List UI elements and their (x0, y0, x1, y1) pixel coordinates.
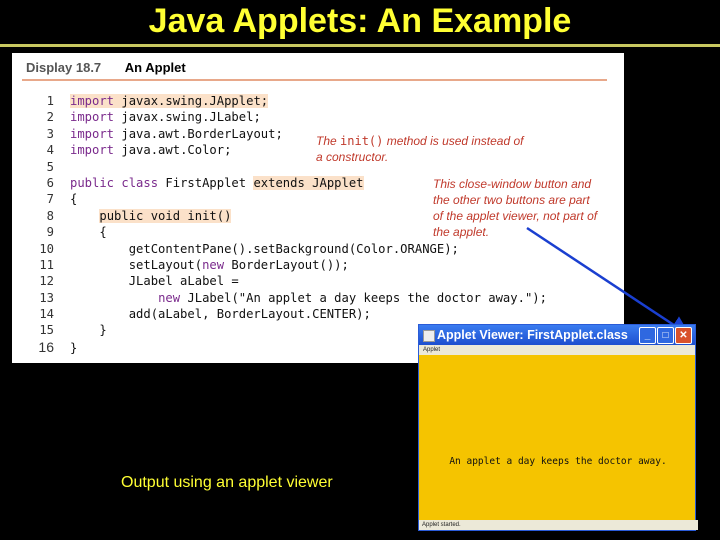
code-line: 5 (24, 159, 547, 175)
line-number: 13 (39, 290, 54, 305)
line-number: 8 (46, 208, 54, 223)
minimize-button[interactable]: _ (639, 327, 656, 344)
code-line: 16} (24, 339, 547, 355)
code-text: java.awt.BorderLayout; (114, 126, 283, 141)
line-number: 7 (46, 192, 54, 207)
line-number: 15 (39, 323, 54, 338)
init-note-code: init() (340, 134, 384, 148)
display-number: Display 18.7 (26, 60, 102, 75)
applet-viewer-window: Applet Viewer: FirstApplet.class _ □ ✕ A… (418, 324, 698, 531)
code-line: 1 import javax.swing.JApplet; (24, 93, 547, 109)
code-keyword: import (70, 110, 115, 125)
code-line: 3 import java.awt.BorderLayout; (24, 126, 547, 142)
code-keyword: import javax.swing.JApplet; (70, 94, 269, 108)
code-text (70, 209, 99, 223)
code-line: 7{ (24, 191, 547, 207)
line-number: 12 (39, 274, 54, 289)
close-note-line3: of the applet viewer, not part of (433, 209, 598, 223)
code-text: javax.swing.JLabel; (114, 110, 261, 125)
slide-title: Java Applets: An Example (148, 2, 572, 40)
code-line: 8 public void init() (24, 208, 547, 224)
line-number: 6 (46, 175, 54, 190)
line-number: 10 (39, 241, 54, 256)
init-note-line2: a constructor. (316, 150, 389, 164)
code-text: { (70, 192, 78, 207)
code-listing: Display 18.7 An Applet 1 import javax.swi… (12, 53, 624, 363)
code-line: 12 JLabel aLabel = (24, 273, 547, 289)
code-text: getContentPane().setBackground(Color.ORA… (70, 241, 459, 256)
code-line: 4 import java.awt.Color; (24, 142, 547, 158)
line-number: 11 (39, 257, 54, 272)
close-button-note: This close-window button and the other t… (433, 176, 597, 240)
code-text: BorderLayout()); (224, 257, 349, 272)
line-number: 14 (39, 307, 54, 322)
code-text: } (70, 340, 78, 355)
line-number: 16 (38, 338, 54, 355)
code-text: JLabel("An applet a day keeps the doctor… (180, 290, 547, 305)
code-line: 9 { (24, 224, 547, 240)
code-keyword: public class (70, 175, 159, 190)
java-app-icon (423, 330, 435, 342)
title-divider (0, 44, 720, 47)
viewer-title: Applet Viewer: FirstApplet.class (437, 328, 628, 342)
code-text (70, 291, 158, 305)
applet-label: An applet a day keeps the doctor away. (449, 456, 667, 467)
viewer-titlebar[interactable]: Applet Viewer: FirstApplet.class _ □ ✕ (419, 325, 695, 345)
code-text: setLayout( (70, 257, 203, 272)
line-number: 2 (46, 110, 54, 125)
line-number: 5 (46, 159, 54, 174)
code-line: 10 getContentPane().setBackground(Color.… (24, 241, 547, 257)
code-text: } (70, 323, 107, 338)
display-header: Display 18.7 An Applet (26, 60, 186, 75)
code-line: 13 new JLabel("An applet a day keeps the… (24, 290, 547, 306)
close-note-line1: This close-window button and (433, 177, 592, 191)
display-divider (22, 79, 607, 81)
line-number: 9 (46, 225, 54, 240)
close-button[interactable]: ✕ (675, 327, 692, 344)
maximize-button[interactable]: □ (657, 327, 674, 344)
init-note-pre: The (316, 134, 341, 148)
code-keyword: new (202, 257, 225, 272)
code-text: extends JApplet (253, 175, 364, 190)
line-number: 4 (46, 143, 54, 158)
close-note-line2: the other two buttons are part (433, 193, 590, 207)
code-text: java.awt.Color; (114, 143, 232, 158)
code-text: { (70, 225, 107, 240)
code-keyword: import (70, 143, 115, 158)
code-line: 2 import javax.swing.JLabel; (24, 109, 547, 125)
close-note-line4: the applet. (433, 225, 490, 239)
code-keyword: new (158, 290, 181, 305)
code-text: JLabel aLabel = (70, 274, 239, 289)
code-text: public void init() (99, 208, 232, 223)
applet-menu[interactable]: Applet (419, 345, 695, 355)
code-line: 14 add(aLabel, BorderLayout.CENTER); (24, 306, 547, 322)
code-line: 15 } (24, 322, 547, 338)
viewer-status-bar: Applet started. (419, 520, 698, 530)
output-caption: Output using an applet viewer (121, 474, 333, 491)
code-line: 11 setLayout(new BorderLayout()); (24, 257, 547, 273)
line-number: 1 (46, 94, 54, 108)
code-line: 6 public class FirstApplet extends JApple… (24, 175, 547, 191)
init-note: The init() method is used instead of a c… (316, 133, 523, 165)
init-note-post: method is used instead of (383, 134, 524, 148)
code-block: 1 import javax.swing.JApplet; 2 import java… (24, 93, 547, 355)
code-keyword: import (70, 126, 115, 141)
code-text: add(aLabel, BorderLayout.CENTER); (70, 307, 371, 322)
display-name: An Applet (124, 60, 186, 75)
line-number: 3 (46, 126, 54, 141)
code-text: FirstApplet (158, 175, 254, 190)
